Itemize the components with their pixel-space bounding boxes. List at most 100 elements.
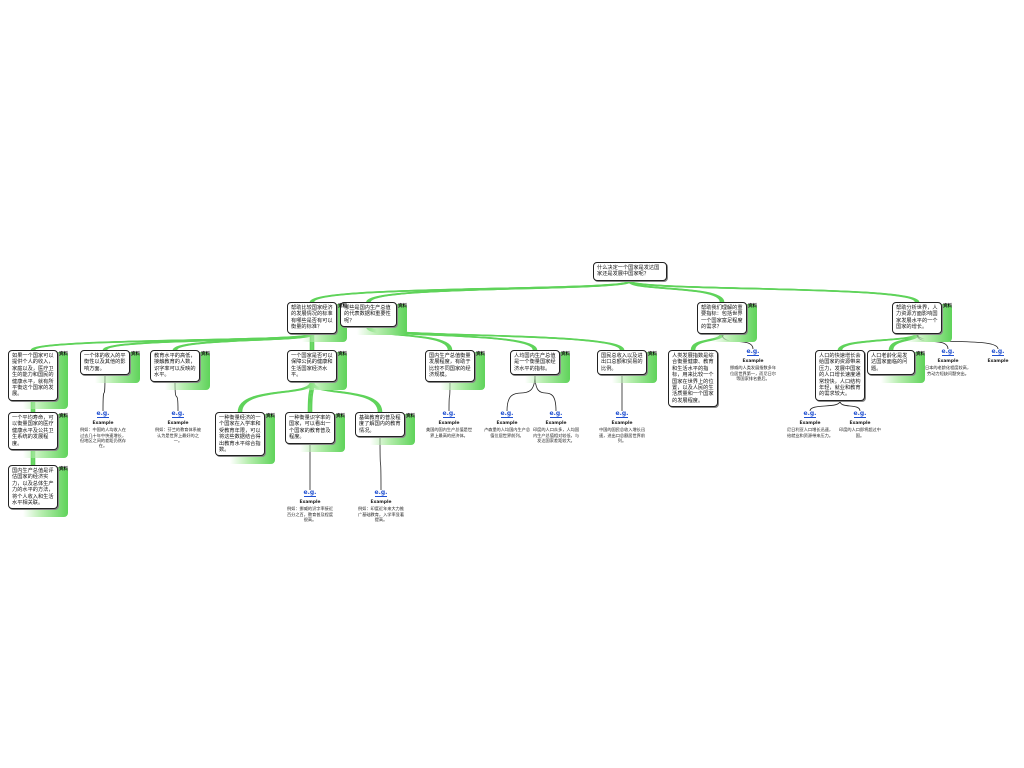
topic-node-a4b[interactable]: 一种衡量识字率的国家，可以看出一个国家的教育普及程度。: [285, 412, 335, 444]
example-label: Example: [987, 359, 1009, 364]
connector: [630, 280, 920, 303]
example-label: Example: [742, 359, 764, 364]
example-icon: e.g.: [442, 410, 456, 418]
resource-badge[interactable]: 资料: [336, 414, 345, 419]
connector: [839, 333, 918, 351]
example-text: 日本的老龄化程度较高，劳动力短缺问题突出。: [924, 365, 972, 376]
example-label: Example: [849, 421, 871, 426]
example-text: 印度的人口众多，人均国内生产总值相对较低，与发达国家差距较大。: [532, 427, 580, 443]
resource-badge[interactable]: 资料: [59, 352, 68, 357]
resource-badge[interactable]: 资料: [398, 304, 407, 309]
topic-node-c1[interactable]: 人类发展指数是综合衡量健康、教育和生活水平的指标，用来比较一个国家在世界上的位置…: [668, 350, 718, 408]
example-text: 印度的人口即将超过中国。: [839, 427, 881, 438]
example-text: 例如：中国的人均收入在过去几十年中快速增长，但地区之间的差距仍然存在。: [79, 427, 127, 449]
connector: [379, 436, 382, 491]
resource-badge[interactable]: 资料: [201, 352, 210, 357]
example-icon: e.g.: [853, 410, 867, 418]
connector: [506, 374, 536, 412]
example-text: 例如：挪威的识字率接近百分之百，教育普及程度很高。: [286, 506, 334, 522]
resource-badge[interactable]: 资料: [131, 352, 140, 357]
resource-badge[interactable]: 资料: [648, 352, 657, 357]
resource-badge[interactable]: 资料: [338, 352, 347, 357]
connector: [369, 280, 633, 303]
resource-badge[interactable]: 资料: [338, 304, 347, 309]
topic-node-a[interactable]: 帮助比较国家经济的发展情况的标准有哪些是否有可以衡量的标准？: [287, 302, 337, 334]
resource-badge[interactable]: 资料: [748, 304, 757, 309]
connector: [311, 280, 631, 303]
connector: [839, 400, 861, 412]
connector: [312, 280, 633, 303]
connector: [629, 280, 918, 303]
topic-node-b[interactable]: 哪些是国内生产总值的代表数据和重要性呢？: [340, 302, 397, 328]
topic-node-a1[interactable]: 如果一个国家可以提供个人的收入，家庭以及，医疗卫生的能力和国民的健康水平，就有所…: [8, 350, 58, 401]
example-label: Example: [611, 421, 633, 426]
topic-node-a2[interactable]: 一个体的收入的平衡性以及其他的影响方面。: [80, 350, 130, 376]
topic-node-a1b[interactable]: 国内生产总值是评估国家的经济实力，以及总体生产力的水平的方法，将个人收入和生活水…: [8, 465, 58, 510]
connector: [534, 374, 557, 412]
example-text: 挪威的人类发展指数多年位居世界第一，而尼日尔等国家排名靠后。: [729, 365, 777, 381]
example-label: Example: [370, 500, 392, 505]
example-label: Example: [92, 421, 114, 426]
resource-badge[interactable]: 资料: [476, 352, 485, 357]
example-icon: e.g.: [374, 489, 388, 497]
topic-node-b3[interactable]: 国民总收入以及进出口总额和贸易的比例。: [597, 350, 647, 376]
topic-node-b1[interactable]: 国内生产总值衡量发展程度，有助于比较不同国家的经济规模。: [425, 350, 475, 382]
connector: [237, 381, 312, 413]
topic-node-d1[interactable]: 人口的快速增长会给国家的资源带来压力，发展中国家的人口增长速度通常较快，人口结构…: [815, 350, 865, 401]
topic-node-a4a[interactable]: 一种衡量经济的一个国家在入学率和受教育年限，可以将这些数据结合得出教育水平综合指…: [215, 412, 265, 457]
example-text: 例如：印度近年来大力推广基础教育，入学率显著提高。: [357, 506, 405, 522]
resource-badge[interactable]: 资料: [561, 352, 570, 357]
connector: [627, 280, 917, 303]
topic-node-d2[interactable]: 人口老龄化是发达国家面临的问题。: [867, 350, 915, 376]
example-label: Example: [496, 421, 518, 426]
example-icon: e.g.: [746, 348, 760, 356]
example-label: Example: [545, 421, 567, 426]
topic-node-a3[interactable]: 教育水平的高低，接触教育的人数，识字率可以反映的水平。: [150, 350, 200, 382]
example-icon: e.g.: [549, 410, 563, 418]
connector: [837, 333, 917, 351]
example-icon: e.g.: [500, 410, 514, 418]
example-text: 中国的国民总收入增长迅速，进出口总额居世界前列。: [598, 427, 646, 443]
example-label: Example: [937, 359, 959, 364]
topic-node-b2[interactable]: 人均国内生产总值是一个衡量国家经济水平的指标。: [510, 350, 560, 376]
topic-node-a4c[interactable]: 基础教育的普及程度了解国内的教育情况。: [355, 412, 405, 438]
resource-badge[interactable]: 资料: [59, 467, 68, 472]
example-icon: e.g.: [991, 348, 1005, 356]
example-icon: e.g.: [171, 410, 185, 418]
connector: [309, 280, 630, 303]
example-icon: e.g.: [615, 410, 629, 418]
example-icon: e.g.: [96, 410, 110, 418]
example-text: 美国的国内生产总值是世界上最高的经济体。: [425, 427, 473, 438]
topic-node-d[interactable]: 帮助分析世界，人力资源方面影响国家发展水平的一个国家的增长。: [892, 302, 942, 334]
resource-badge[interactable]: 资料: [406, 414, 415, 419]
resource-badge[interactable]: 资料: [916, 352, 925, 357]
topic-node-a4[interactable]: 一个国家是否可以保障公民的健康和生活国家经济水平。: [287, 350, 337, 382]
example-label: Example: [167, 421, 189, 426]
example-icon: e.g.: [803, 410, 817, 418]
topic-node-a1a[interactable]: 一个平均寿命，可以衡量国家的医疗健康水平及公共卫生系统的发展程度。: [8, 412, 58, 451]
example-callout[interactable]: e.g. Example: [974, 349, 1022, 365]
example-icon: e.g.: [303, 489, 317, 497]
example-text: 尼日利亚人口增长迅速，给就业和资源带来压力。: [786, 427, 834, 438]
example-icon: e.g.: [941, 348, 955, 356]
resource-badge[interactable]: 资料: [266, 414, 275, 419]
topic-node-c[interactable]: 帮助我们理解的重要指标：包括世界一个国家富足程度的需求？: [697, 302, 747, 334]
resource-badge[interactable]: 资料: [943, 304, 952, 309]
example-text: 例如：芬兰的教育体系被认为是世界上最好的之一。: [154, 427, 202, 443]
topic-node-root[interactable]: 什么决定一个国家是发达国家还是发展中国家呢？: [593, 262, 667, 281]
resource-badge[interactable]: 资料: [59, 414, 68, 419]
example-label: Example: [799, 421, 821, 426]
